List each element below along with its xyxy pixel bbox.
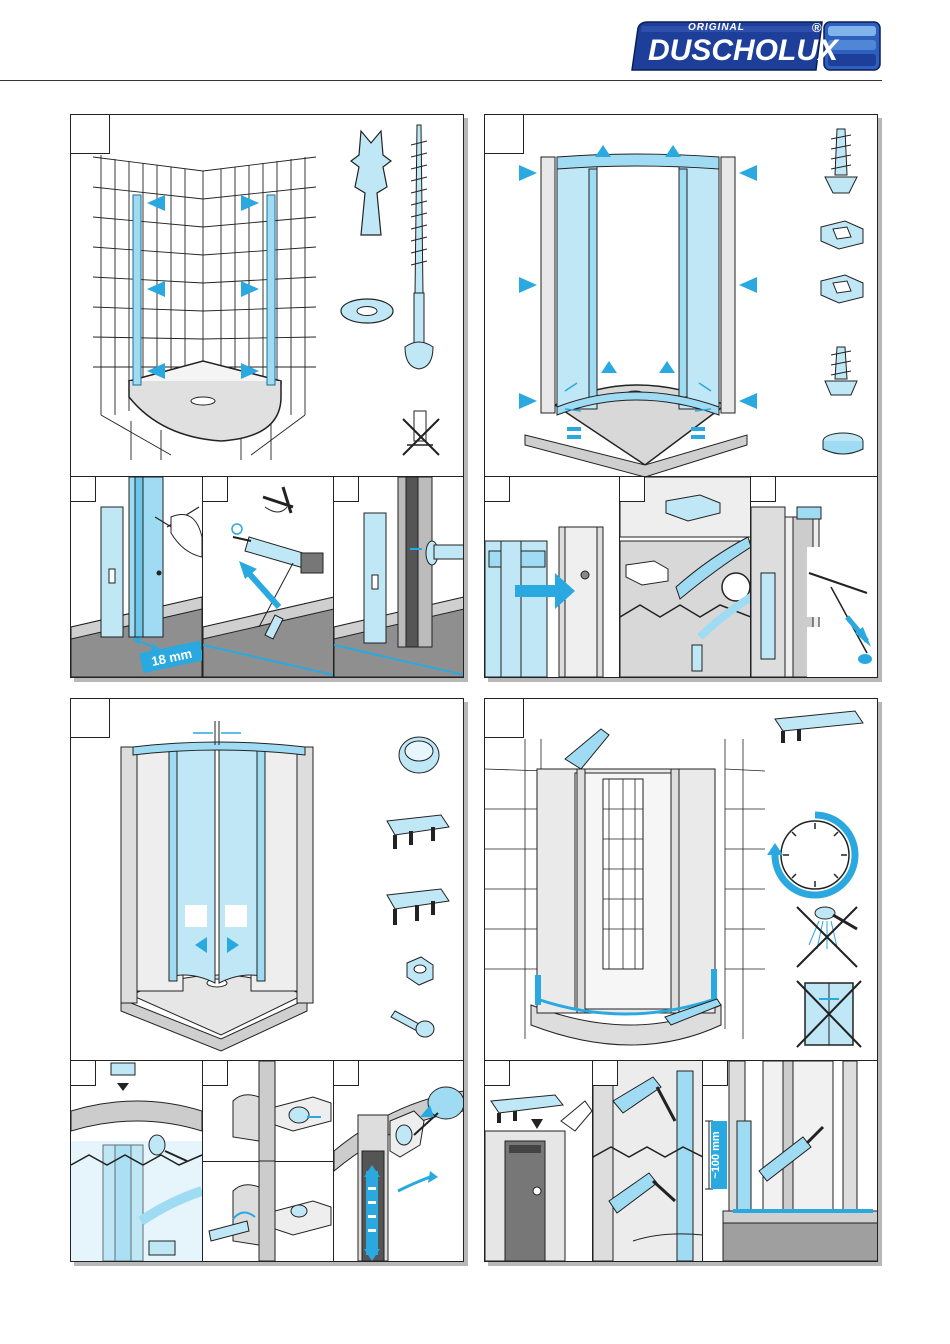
substep-number-box <box>202 1061 228 1086</box>
step-4-illustration <box>485 699 877 1061</box>
substep-3b <box>202 1061 334 1162</box>
step-2-panel <box>484 114 878 478</box>
header-rule <box>0 80 882 81</box>
bolt-icon <box>391 1011 434 1037</box>
registered-mark: ® <box>812 20 822 35</box>
dimension-100mm: ~100 mm <box>710 1131 722 1179</box>
short-screw-icon <box>825 347 857 395</box>
step-2-illustration <box>485 115 877 477</box>
substep-number-box <box>619 477 645 502</box>
brand-prefix: ORIGINAL <box>688 22 745 33</box>
clock-icon <box>767 815 855 895</box>
step-2-substeps <box>484 476 878 678</box>
substep-1a: 18 mm <box>71 477 202 677</box>
step-number-box <box>70 698 110 738</box>
brand-name: DUSCHOLUX <box>648 34 838 68</box>
substep-number-box <box>485 477 510 502</box>
no-drill-symbol <box>403 411 439 455</box>
substep-number-box <box>750 477 776 502</box>
end-cap-icon <box>775 711 863 743</box>
cap-icon <box>399 737 439 773</box>
step-number-box <box>70 114 110 154</box>
washer-icon <box>341 299 393 323</box>
step-1-illustration <box>71 115 463 477</box>
substep-4a <box>485 1061 592 1261</box>
substep-3a <box>71 1061 202 1261</box>
step-3-illustration <box>71 699 463 1061</box>
wall-plug-icon <box>351 131 391 235</box>
step-number-box <box>484 114 524 154</box>
clip-icon <box>821 221 863 249</box>
substep-2c <box>750 477 878 677</box>
screw-icon <box>825 129 857 193</box>
no-shower-symbol <box>797 907 857 967</box>
substep-2b <box>619 477 751 677</box>
step-1-panel <box>70 114 464 478</box>
substep-4b <box>592 1061 703 1261</box>
nut-icon <box>407 957 433 985</box>
substep-number-box <box>702 1061 728 1086</box>
wood-screw-icon <box>405 125 433 369</box>
step-1-substeps: 18 mm <box>70 476 464 678</box>
step-4-panel <box>484 698 878 1062</box>
clip-icon <box>821 275 863 303</box>
end-cap-icon <box>387 815 449 849</box>
substep-3d <box>333 1061 464 1261</box>
substep-4c: ~100 mm <box>702 1061 878 1261</box>
no-door-use-symbol <box>797 981 861 1047</box>
step-3-substeps <box>70 1060 464 1262</box>
substep-number-box <box>202 477 228 502</box>
substep-2a <box>485 477 619 677</box>
substep-number-box <box>592 1061 618 1086</box>
step-number-box <box>484 698 524 738</box>
end-cap-icon <box>387 889 449 925</box>
substep-number-box <box>333 1061 359 1086</box>
substep-number-box <box>485 1061 510 1086</box>
substep-number-box <box>71 477 96 502</box>
cover-cap-icon <box>823 433 863 454</box>
substep-number-box <box>71 1061 96 1086</box>
substep-1b <box>202 477 334 677</box>
step-4-substeps: ~100 mm <box>484 1060 878 1262</box>
substep-number-box <box>333 477 359 502</box>
step-3-panel <box>70 698 464 1062</box>
substep-3c <box>202 1161 334 1261</box>
brand-logo: ORIGINAL DUSCHOLUX ® <box>626 14 882 76</box>
substep-1c <box>333 477 464 677</box>
